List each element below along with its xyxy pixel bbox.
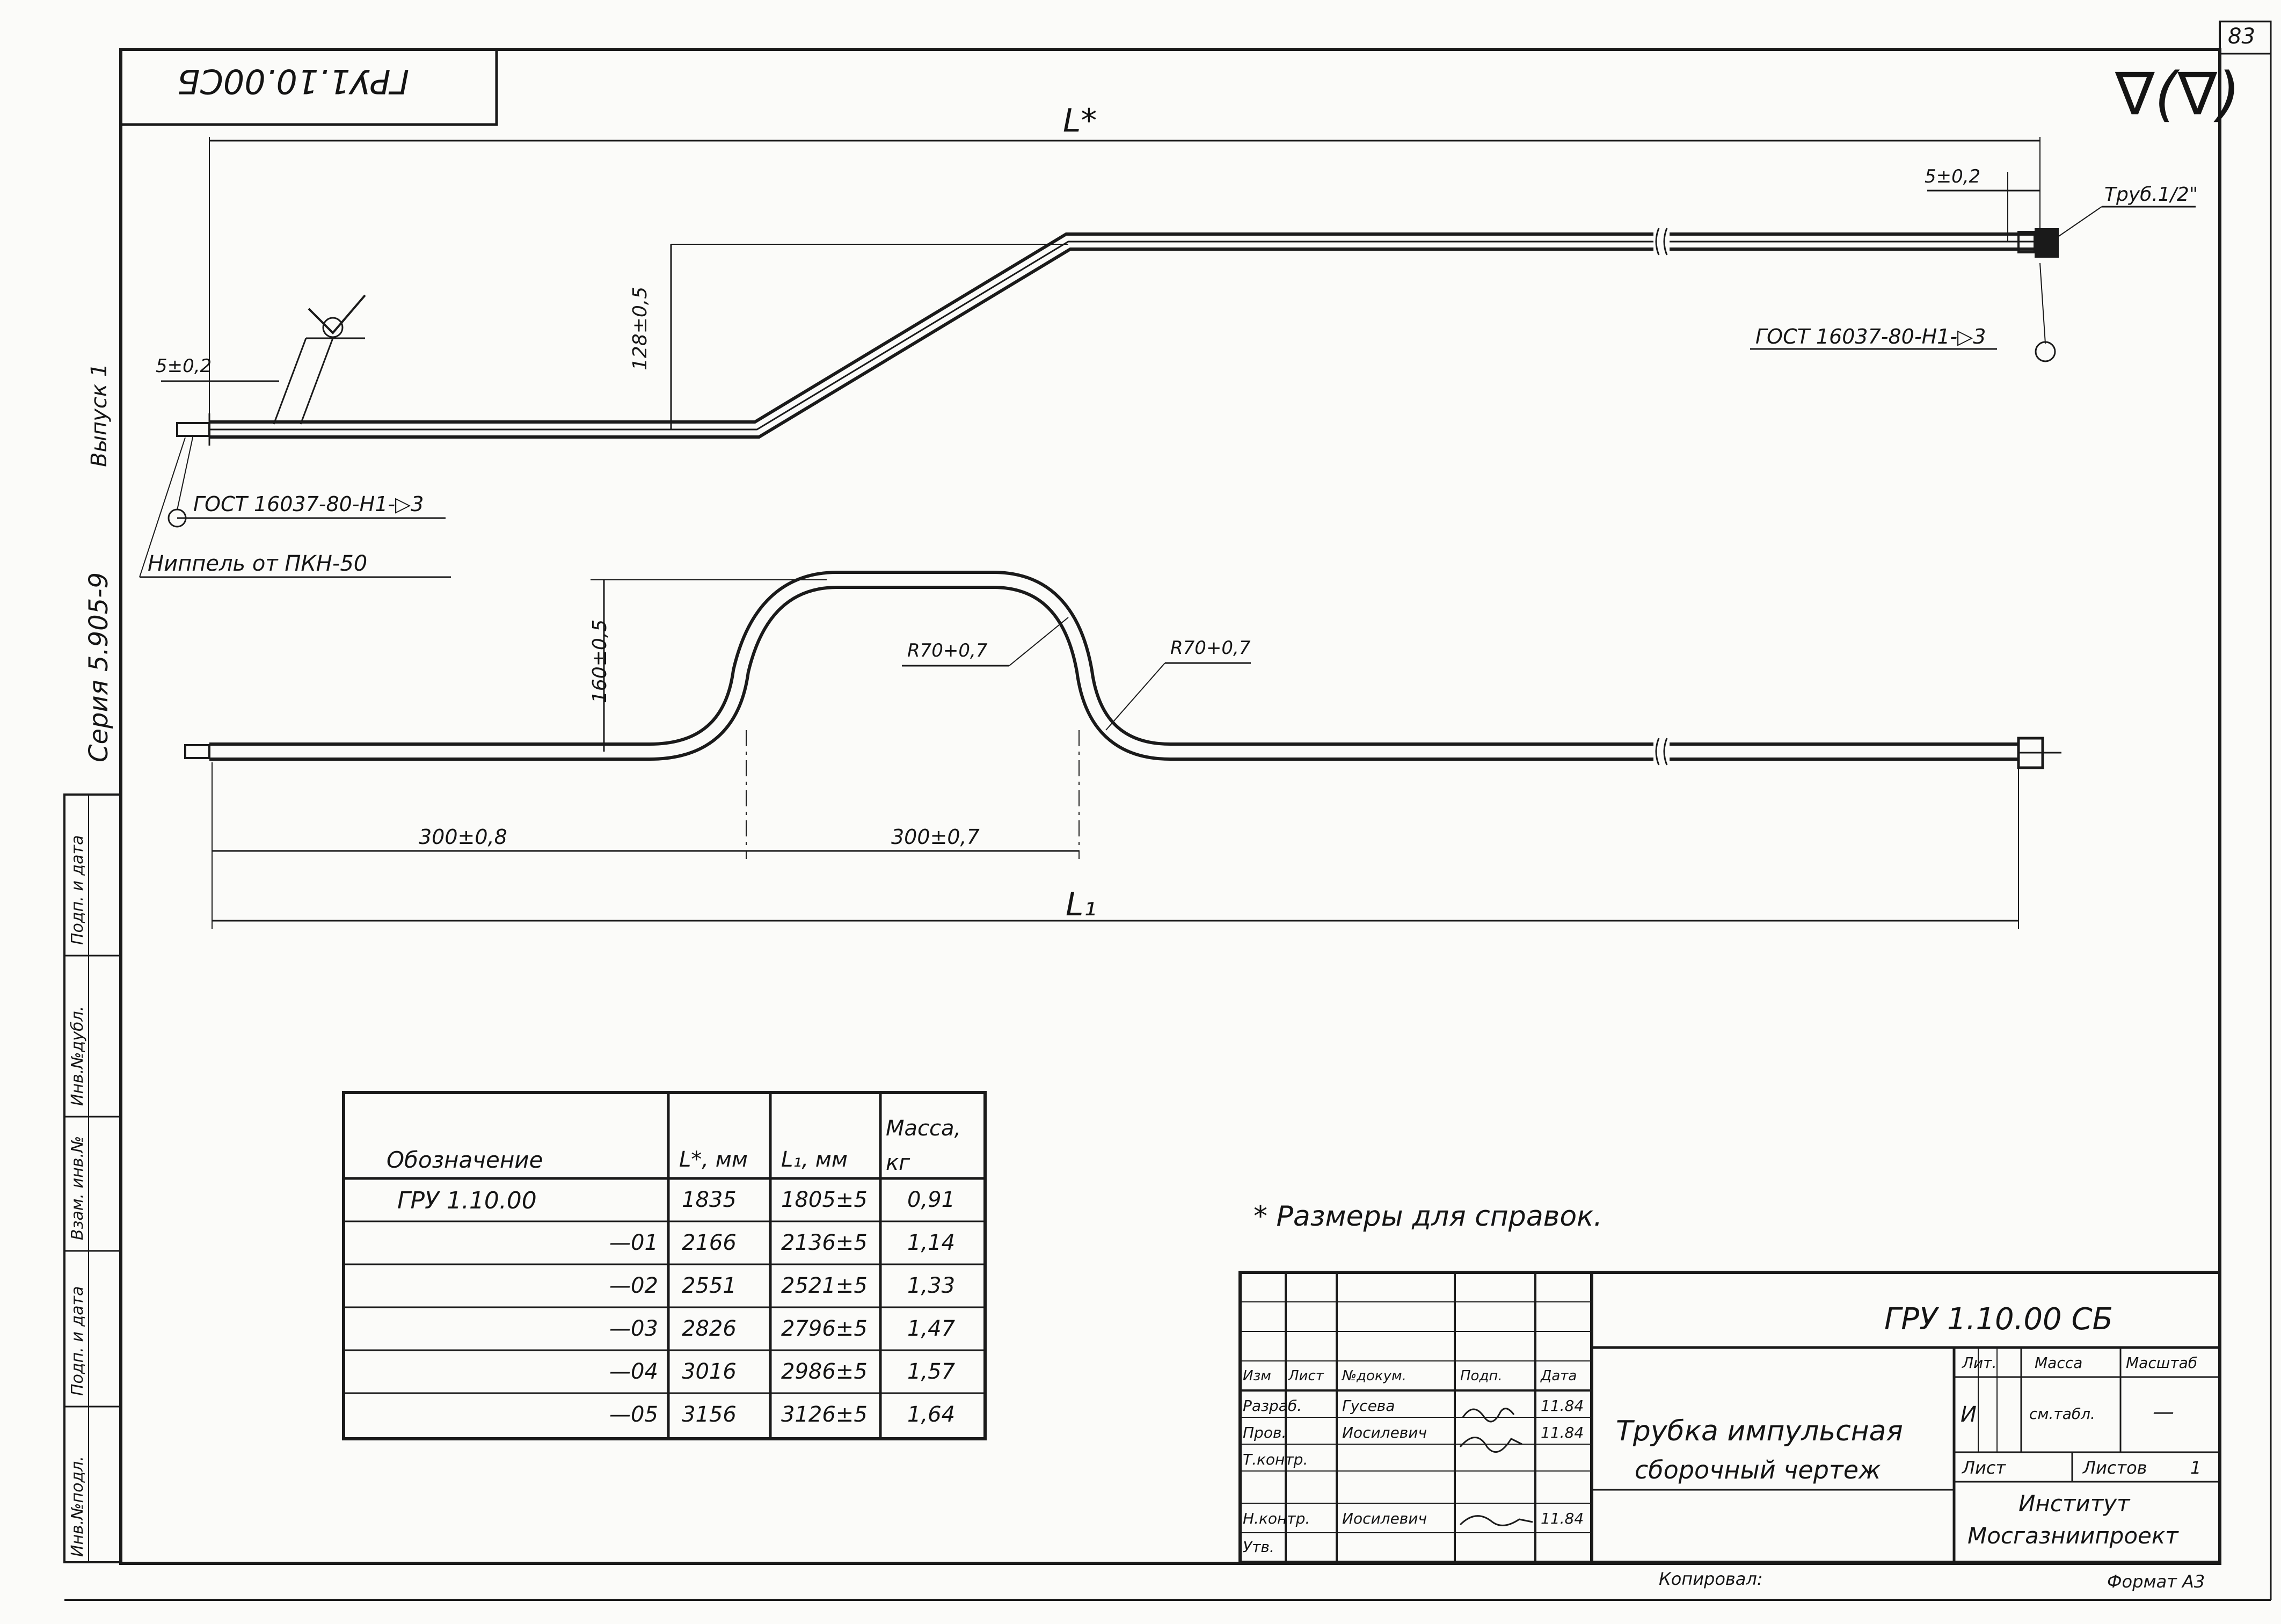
code-box bbox=[119, 48, 498, 126]
dim-tol-5-right: 5±0,2 bbox=[1925, 166, 1981, 187]
dim-L1: L₁ bbox=[1066, 886, 1097, 923]
dim-300-left: 300±0,8 bbox=[419, 825, 507, 849]
tb-name-checker: Иосилевич bbox=[1342, 1424, 1427, 1441]
side-stamp bbox=[63, 793, 122, 1563]
tb-role-developer: Разраб. bbox=[1243, 1397, 1302, 1415]
stamp-inv-dup: Инв.№дубл. bbox=[68, 1006, 87, 1106]
tb-mass-value: см.табл. bbox=[2029, 1405, 2095, 1423]
tb-hdr-izm: Изм bbox=[1243, 1368, 1271, 1384]
tb-sheets-label: Листов bbox=[2083, 1458, 2147, 1478]
tb-lit-value: И bbox=[1961, 1402, 1977, 1427]
tb-date-developer: 11.84 bbox=[1541, 1397, 1584, 1415]
tb-scale-value: — bbox=[2153, 1400, 2174, 1424]
stamp-inv-orig: Инв.№подл. bbox=[68, 1456, 87, 1557]
stamp-replace-inv: Взам. инв.№ bbox=[68, 1135, 87, 1240]
stamp-sign-date-2: Подп. и дата bbox=[68, 835, 87, 945]
tb-scale-label: Масштаб bbox=[2126, 1354, 2198, 1372]
tb-name-developer: Гусева bbox=[1342, 1397, 1395, 1415]
tb-hdr-list: Лист bbox=[1288, 1368, 1324, 1384]
nipple-label: Ниппель от ПКН-50 bbox=[148, 551, 368, 576]
tb-name-norm-control: Иосилевич bbox=[1342, 1510, 1427, 1527]
pipe-label: Труб.1/2" bbox=[2104, 184, 2198, 206]
tb-sheets-value: 1 bbox=[2190, 1458, 2202, 1478]
format-label: Формат А3 bbox=[2107, 1571, 2205, 1592]
surface-finish-mark: ∇(∇) bbox=[2115, 60, 2240, 128]
doc-code: ГРУ 1.10.00 СБ bbox=[1884, 1302, 2113, 1337]
page-number: 83 bbox=[2228, 24, 2255, 49]
table-header-l1: L₁, мм bbox=[781, 1147, 848, 1172]
table-header-mass: Масса, кг bbox=[886, 1116, 961, 1175]
table-header-designation: Обозначение bbox=[387, 1147, 543, 1173]
tb-lit-label: Лит. bbox=[1962, 1354, 1997, 1372]
tb-hdr-date: Дата bbox=[1541, 1368, 1577, 1384]
series-label: Серия 5.905-9 bbox=[84, 572, 114, 762]
right-fitting-upper bbox=[2035, 228, 2059, 258]
lower-tube bbox=[209, 571, 2018, 761]
title-block-grid bbox=[1238, 1271, 2221, 1564]
tb-sheet-label: Лист bbox=[1962, 1458, 2006, 1478]
tb-hdr-doc: №докум. bbox=[1342, 1368, 1407, 1384]
dim-height-128: 128±0,5 bbox=[629, 286, 651, 370]
tb-hdr-sign: Подп. bbox=[1460, 1368, 1503, 1384]
copied-by: Копировал: bbox=[1659, 1569, 1763, 1589]
dim-300-right: 300±0,7 bbox=[891, 825, 980, 849]
doc-title-line1: Трубка импульсная bbox=[1616, 1415, 1903, 1447]
signature-1 bbox=[1462, 1408, 1515, 1423]
tb-date-norm-control: 11.84 bbox=[1541, 1510, 1584, 1527]
tb-org-line2: Мосгазниипроект bbox=[1967, 1523, 2178, 1549]
radius-left: R70+0,7 bbox=[907, 640, 988, 661]
rotated-drawing-code: ГРУ1.10.00СБ bbox=[177, 62, 410, 101]
dim-L-star: L* bbox=[1063, 102, 1097, 140]
tb-mass-label: Масса bbox=[2035, 1354, 2083, 1372]
doc-title-line2: сборочный чертеж bbox=[1635, 1455, 1881, 1484]
dim-tol-5-left: 5±0,2 bbox=[156, 355, 212, 377]
page-number-box bbox=[2219, 20, 2272, 55]
table-header-l-star: L*, мм bbox=[679, 1147, 748, 1172]
radius-right: R70+0,7 bbox=[1170, 637, 1251, 659]
reference-note: * Размеры для справок. bbox=[1254, 1200, 1603, 1233]
issue-label: Выпуск 1 bbox=[87, 363, 112, 467]
upper-tube bbox=[209, 232, 2035, 439]
gost-weld-right: ГОСТ 16037-80-Н1-▷3 bbox=[1755, 325, 1986, 348]
tb-org-line1: Институт bbox=[2018, 1490, 2130, 1517]
dim-height-160: 160±0,5 bbox=[589, 619, 611, 703]
tb-role-norm-control: Н.контр. bbox=[1243, 1510, 1310, 1527]
tb-role-tech-control: Т.контр. bbox=[1243, 1451, 1308, 1468]
tb-role-checker: Пров. bbox=[1243, 1424, 1287, 1441]
tb-date-checker: 11.84 bbox=[1541, 1424, 1584, 1441]
gost-weld-left: ГОСТ 16037-80-Н1-▷3 bbox=[193, 492, 424, 516]
stamp-sign-date-1: Подп. и дата bbox=[68, 1286, 87, 1396]
signature-3 bbox=[1459, 1515, 1533, 1526]
table-grid bbox=[342, 1091, 987, 1440]
tb-role-approved: Утв. bbox=[1243, 1538, 1274, 1556]
signature-2 bbox=[1459, 1437, 1522, 1453]
